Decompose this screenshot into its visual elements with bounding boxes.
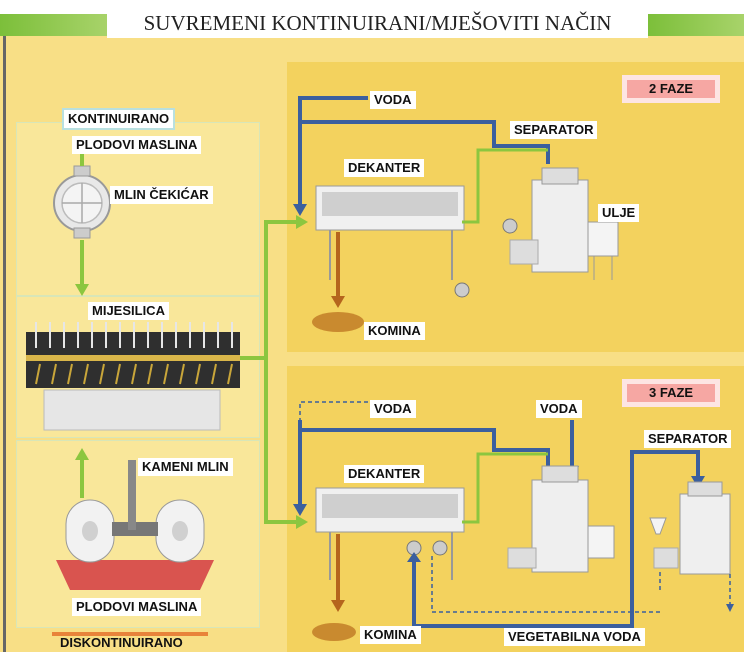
- green-feed-line-lower: [264, 358, 298, 524]
- label-3phase-pomace: KOMINA: [360, 626, 421, 644]
- label-2phase-oil: ULJE: [598, 204, 640, 222]
- label-discontinuous: DISKONTINUIRANO: [60, 635, 183, 650]
- title-band-left: [0, 14, 108, 36]
- label-3phase-separator: SEPARATOR: [644, 430, 732, 448]
- label-2phase-pomace: KOMINA: [364, 322, 425, 340]
- decanter-2phase-graphic: [315, 185, 465, 280]
- badge-3-phase: 3 FAZE: [622, 379, 721, 407]
- label-2phase-water: VODA: [370, 91, 416, 109]
- green-feed-line: [240, 220, 298, 360]
- oil-pipe-2phase: [462, 148, 548, 224]
- label-hammer-mill: MLIN ČEKIĆAR: [110, 186, 213, 204]
- diagram-title: SUVREMENI KONTINUIRANI/MJEŠOVITI NAČIN: [107, 8, 648, 38]
- pomace-pile-3phase: [312, 623, 356, 641]
- badge-2-phase: 2 FAZE: [622, 75, 721, 103]
- water-pipe-2phase: [298, 96, 368, 206]
- label-3phase-vegetable-water: VEGETABILNA VODA: [504, 628, 645, 646]
- label-continuous: KONTINUIRANO: [62, 108, 176, 130]
- separator-2phase-graphic: [509, 167, 619, 280]
- hammer-mill-graphic: [53, 165, 111, 239]
- separator-3phase-graphic: [507, 465, 615, 573]
- water-pipe-3phase-sep: [300, 428, 550, 470]
- title-band-right: [648, 14, 744, 36]
- discontinuous-underline: [52, 632, 208, 636]
- label-3phase-water-right: VODA: [536, 400, 582, 418]
- vegetable-water-dashed: [431, 556, 660, 613]
- left-border-line: [3, 30, 6, 652]
- label-olives-bottom: PLODOVI MASLINA: [72, 598, 202, 616]
- mixer-graphic: [26, 322, 240, 431]
- vegetable-water-pipe: [412, 450, 700, 628]
- label-2phase-separator: SEPARATOR: [510, 121, 598, 139]
- pomace-pile-2phase: [312, 312, 364, 332]
- label-olives-top: PLODOVI MASLINA: [72, 136, 202, 154]
- water-pipe-2phase-sep: [300, 120, 550, 164]
- label-mixer: MIJESILICA: [88, 302, 169, 320]
- label-stone-mill: KAMENI MLIN: [138, 458, 233, 476]
- decanter-3phase-graphic: [315, 487, 465, 580]
- separator-3phase-right-graphic: [649, 481, 731, 575]
- water-pipe-3phase-dashed: [299, 401, 368, 420]
- stone-mill-graphic: [56, 460, 214, 590]
- label-3phase-decanter: DEKANTER: [344, 465, 425, 483]
- label-2phase-decanter: DEKANTER: [344, 159, 425, 177]
- oil-pipe-3phase: [462, 452, 548, 524]
- label-3phase-water-left: VODA: [370, 400, 416, 418]
